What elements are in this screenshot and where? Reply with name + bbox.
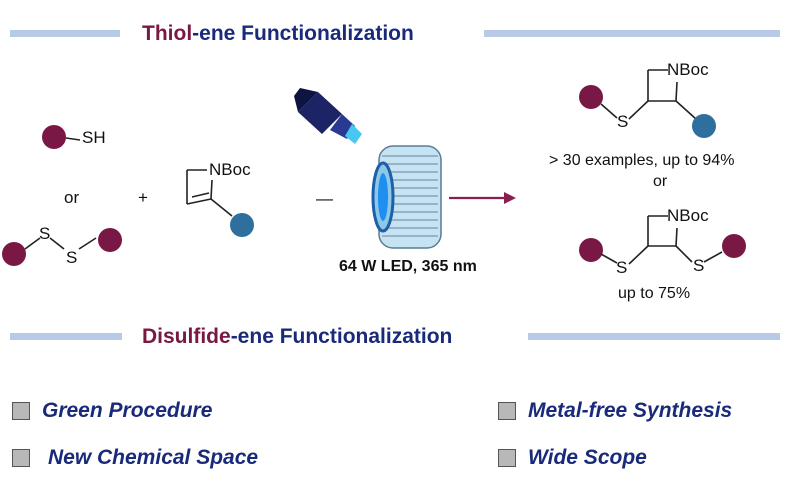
- header-title: Disulfide-ene Functionalization: [142, 325, 452, 349]
- thiol-sh-label: SH: [82, 128, 106, 147]
- feature-label: Wide Scope: [528, 446, 647, 469]
- feature-label: Metal-free Synthesis: [528, 399, 733, 422]
- header-rest: -ene Functionalization: [192, 22, 414, 45]
- product-top-nboc: NBoc: [667, 60, 709, 79]
- feature-label: Green Procedure: [42, 399, 213, 422]
- header-rest: -ene Functionalization: [230, 325, 453, 348]
- disulfide-bond-3: [78, 237, 97, 250]
- product-bottom-nboc: NBoc: [667, 206, 709, 225]
- or-label-right: or: [653, 173, 668, 190]
- disulfide-s2-label: S: [66, 248, 78, 267]
- header-line-right: [484, 30, 780, 37]
- product-bottom-yield: up to 75%: [618, 285, 691, 302]
- coil-reactor-icon: [371, 145, 442, 249]
- flashlight-icon: [294, 88, 362, 144]
- azetine-structure: [186, 169, 254, 237]
- disulfide-bond-1: [24, 237, 41, 250]
- disulfide-s1-label: S: [39, 224, 51, 243]
- header-title: Thiol-ene Functionalization: [142, 22, 414, 46]
- header-line-left: [10, 333, 122, 340]
- feature-item: Green Procedure: [12, 398, 212, 424]
- header-line-right: [528, 333, 780, 340]
- disulfide-bond-2: [49, 237, 65, 250]
- checkbox-square-icon: [498, 449, 516, 467]
- feature-item: Metal-free Synthesis: [498, 398, 732, 424]
- or-label-left: or: [64, 188, 80, 207]
- disulfide-r-group-left: [2, 242, 26, 266]
- plus-label: +: [138, 188, 148, 207]
- header-accent: Disulfide: [142, 325, 231, 348]
- thiol-r-group-circle: [42, 125, 66, 149]
- product-bottom-s1: S: [616, 258, 628, 277]
- conditions-dash: —: [316, 189, 333, 208]
- product-thiol-ene: [579, 69, 716, 138]
- header-thiol-ene: Thiol-ene Functionalization: [0, 16, 800, 50]
- azetine-nboc-label: NBoc: [209, 160, 251, 179]
- checkbox-square-icon: [12, 402, 30, 420]
- reaction-scheme: [2, 69, 746, 266]
- header-disulfide-ene: Disulfide-ene Functionalization: [0, 319, 800, 353]
- feature-item: New Chemical Space: [12, 445, 258, 471]
- product-bottom-s2: S: [693, 256, 705, 275]
- feature-label: New Chemical Space: [48, 446, 259, 469]
- product-disulfide-ene: [579, 215, 746, 265]
- feature-item: Wide Scope: [498, 445, 647, 471]
- checkbox-square-icon: [12, 449, 30, 467]
- product-top-yield: > 30 examples, up to 94%: [549, 152, 735, 169]
- product-top-s: S: [617, 112, 629, 131]
- disulfide-r-group-right: [98, 228, 122, 252]
- header-line-left: [10, 30, 120, 37]
- conditions-label: 64 W LED, 365 nm: [339, 258, 477, 275]
- thiol-bond: [65, 137, 81, 141]
- azetine-r-group-circle: [230, 213, 254, 237]
- header-accent: Thiol: [142, 22, 193, 45]
- checkbox-square-icon: [498, 402, 516, 420]
- reaction-arrow-head: [504, 192, 516, 204]
